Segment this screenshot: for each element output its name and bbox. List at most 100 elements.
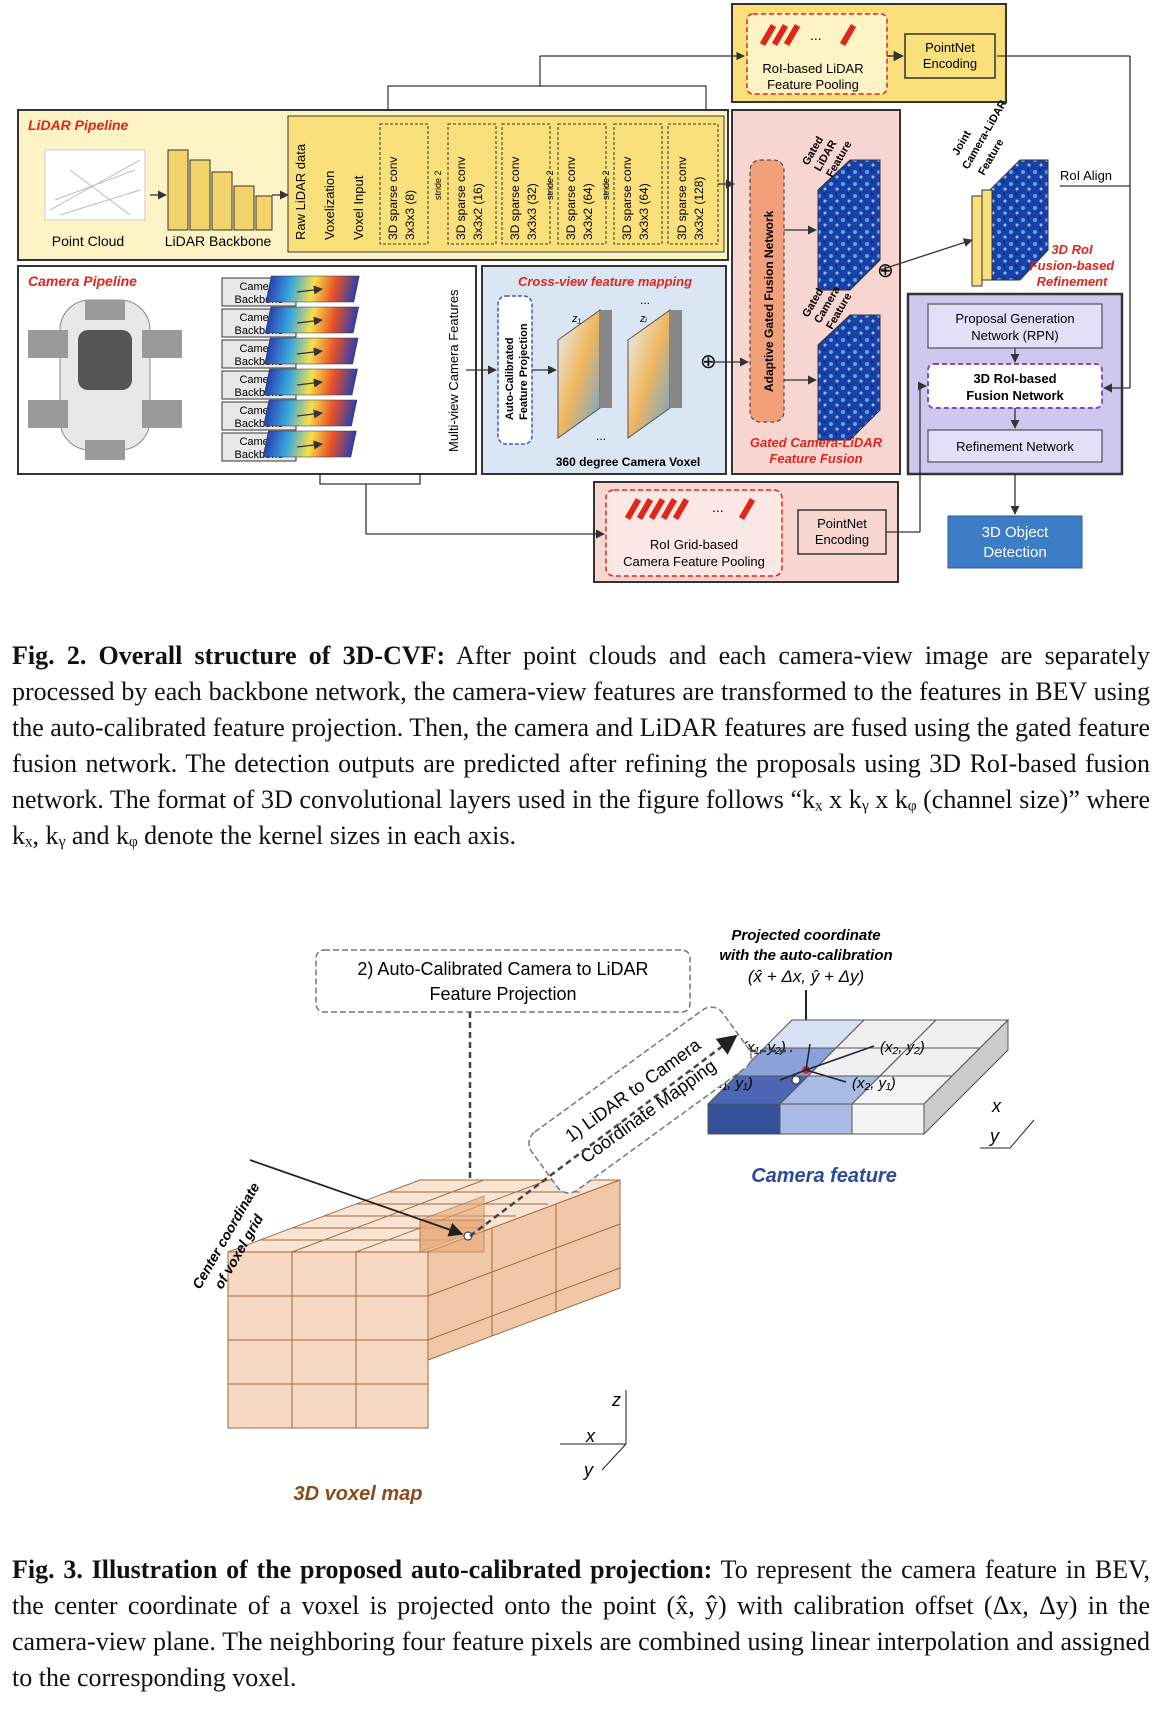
roi-grid-pooling-panel: ... RoI Grid-based Camera Feature Poolin… [593,481,899,583]
camera-voxel-label: 360 degree Camera Voxel [556,455,701,469]
crossview-dots-bottom: ... [596,429,606,443]
figure-3-caption-title: Fig. 3. Illustration of the proposed aut… [12,1555,713,1584]
camera-axis-y: y [988,1126,1000,1146]
raw-lidar-label: Raw LiDAR data [293,143,308,240]
crossview-panel: Cross-view feature mapping Auto-Calibrat… [481,265,727,475]
voxelization-label: Voxelization [322,171,337,240]
lidar-backbone-label: LiDAR Backbone [165,233,272,249]
point-cloud-label: Point Cloud [52,233,124,249]
gated-network-label: Adaptive Gated Fusion Network [762,210,776,392]
figure-2-diagram: ... RoI-based LiDAR Feature Pooling Poin… [17,3,1131,583]
conv-2-l1: 3D sparse conv [454,157,468,240]
conv-3-l1: 3D sparse conv [508,157,522,240]
voxel-axis-x: x [585,1426,596,1446]
label-x2y2: (x₂, y₂) [880,1039,925,1056]
roi-align-label: RoI Align [1060,168,1112,183]
figure-3-diagram: Projected coordinate with the auto-calib… [189,927,1035,1505]
multiview-label: Multi-view Camera Features [446,289,461,452]
camera-pipeline-title: Camera Pipeline [28,273,137,289]
lidar-pipeline-panel: LiDAR Pipeline Point Cloud LiDAR Backbon… [17,51,745,261]
conv-3-l2: 3x3x3 (32) [525,183,539,240]
stride-3: stride 2 [601,170,611,200]
conv-5-l1: 3D sparse conv [620,157,634,240]
rpn-label-2: Network (RPN) [971,328,1058,343]
voxel-map [227,1179,621,1429]
refinement-panel: Proposal Generation Network (RPN) 3D RoI… [906,292,1124,476]
voxel-slices [557,309,682,439]
crossview-dots-top: ... [640,293,650,307]
conv-6-l2: 3x3x2 (128) [692,177,706,240]
autocal-label-1: Auto-Calibrated [504,338,516,421]
svg-text:3D RoI: 3D RoI [1051,242,1093,257]
roi-grid-label-2: Camera Feature Pooling [623,554,765,569]
detection-label-2: Detection [983,544,1046,561]
lidar-backbone-blocks [167,149,273,231]
detection-label-1: 3D Object [982,524,1050,541]
roi-lidar-label-1: RoI-based LiDAR [762,61,863,76]
svg-text:Refinement: Refinement [1037,274,1108,289]
step2-label-2: Feature Projection [429,984,576,1004]
stride-1: stride 2 [433,170,443,200]
autocal-label-2: Feature Projection [518,323,530,420]
figure-3-caption-text: To represent the camera feature in BEV, … [12,1555,1150,1692]
label-x2y1: (x₂, y₁) [852,1075,896,1092]
roi-dots: ... [810,27,822,43]
projected-title-2: with the auto-calibration [719,947,892,964]
conv-4-l2: 3x3x2 (64) [581,183,595,240]
roi-lidar-label-2: Feature Pooling [767,77,859,92]
roi-lidar-pooling-panel: ... RoI-based LiDAR Feature Pooling Poin… [731,3,1007,103]
camera-heatmaps [262,275,360,458]
joint-feature: Joint Camera-LiDAR Feature RoI Align 3D … [950,98,1115,289]
roi-fusion-label-1: 3D RoI-based [973,371,1056,386]
step2-box: 2) Auto-Calibrated Camera to LiDAR Featu… [315,949,691,1013]
conv-1-l2: 3x3x3 (8) [403,190,417,240]
figure-2-caption: Fig. 2. Overall structure of 3D-CVF: Aft… [12,638,1150,854]
lidar-pipeline-title: LiDAR Pipeline [28,117,129,133]
gated-fusion-label-2: Feature Fusion [769,451,862,466]
z1-label: z₁ [571,313,582,325]
camera-axis-x: x [991,1096,1002,1116]
svg-text:PointNet: PointNet [817,516,867,531]
figure-2-connectors [150,55,1131,539]
detection-box: 3D Object Detection [947,515,1083,569]
rpn-label-1: Proposal Generation [955,311,1074,326]
roi-fusion-label-2: Fusion Network [966,388,1064,403]
camera-feature-label: Camera feature [751,1165,897,1187]
svg-text:Encoding: Encoding [815,532,869,547]
svg-text:Fusion-based: Fusion-based [1030,258,1116,273]
car-image [28,299,182,460]
conv-6-l1: 3D sparse conv [675,157,689,240]
figure-2-caption-text: After point clouds and each camera-view … [12,641,1150,850]
pointnet-top-label-2: Encoding [923,56,977,71]
stride-2: stride 2 [545,170,555,200]
lidar-input-layers: Raw LiDAR data Voxelization Voxel Input [293,143,366,240]
svg-text:...: ... [712,499,724,515]
pointnet-top-label-1: PointNet [925,40,975,55]
figure-2-caption-title: Fig. 2. Overall structure of 3D-CVF: [12,641,446,670]
projected-formula: (x̂ + Δx, ŷ + Δy) [748,967,864,986]
conv-2-l2: 3x3x2 (16) [471,183,485,240]
zi-label: zᵢ [639,313,648,325]
figure-3-caption: Fig. 3. Illustration of the proposed aut… [12,1552,1150,1696]
conv-5-l2: 3x3x3 (64) [637,183,651,240]
sparse-conv-layers: 3D sparse conv 3x3x3 (8) stride 2 3D spa… [379,123,719,245]
roi-grid-label-1: RoI Grid-based [650,537,738,552]
gated-fusion-label-1: Gated Camera-LiDAR [750,435,883,450]
step2-label-1: 2) Auto-Calibrated Camera to LiDAR [357,959,648,979]
conv-4-l1: 3D sparse conv [564,157,578,240]
voxel-axis-z: z [611,1390,621,1410]
gated-plus: ⊕ [877,260,894,282]
roi-grid-bars [624,497,756,521]
conv-1-l1: 3D sparse conv [386,157,400,240]
roi-feature-bars [759,23,857,47]
camera-feature-grid [706,1018,1010,1136]
voxel-map-label: 3D voxel map [294,1483,423,1505]
gated-fusion-panel: Adaptive Gated Fusion Network Gated LiDA… [731,109,901,475]
refinement-network-label: Refinement Network [956,439,1074,454]
point-cloud-image [44,149,146,221]
voxel-axis-y: y [582,1460,594,1480]
camera-pipeline-panel: Camera Pipeline Camera Backbone Camera B… [17,265,477,475]
voxel-input-label: Voxel Input [351,175,366,240]
projected-title-1: Projected coordinate [731,927,880,944]
crossview-title: Cross-view feature mapping [518,274,692,289]
